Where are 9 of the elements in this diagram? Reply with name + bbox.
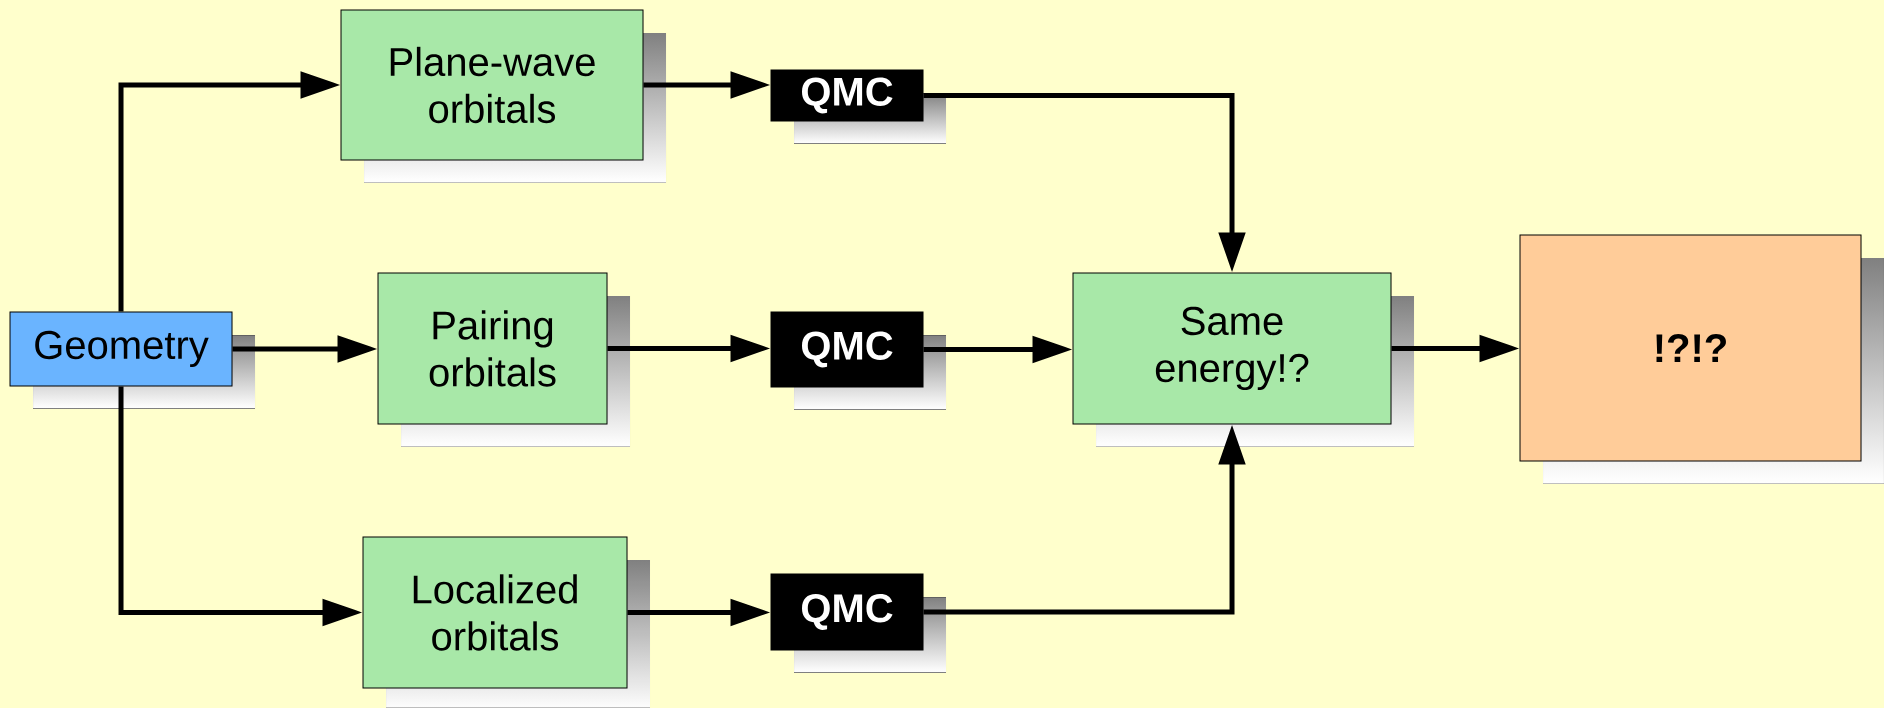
- process-box: QMC: [770, 311, 946, 410]
- process-box: Geometry: [9, 311, 255, 409]
- process-box: QMC: [770, 573, 946, 673]
- process-box: Same energy!?: [1072, 272, 1414, 447]
- result-box: !?!?: [1519, 234, 1884, 484]
- process-box: QMC: [770, 69, 946, 144]
- process-box: Pairing orbitals: [377, 272, 630, 447]
- process-box: Localized orbitals: [362, 536, 650, 708]
- process-box: Plane-wave orbitals: [340, 9, 666, 183]
